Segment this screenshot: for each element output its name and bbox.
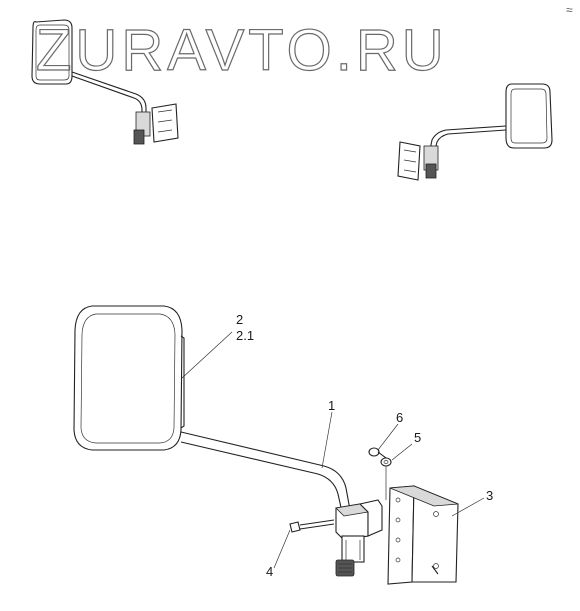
leader-lines: [181, 331, 485, 569]
right-mirror-assembly-thumbnail: [397, 83, 553, 181]
right-mirror-glass: [505, 83, 553, 149]
corner-mark: ≈: [566, 3, 573, 17]
callout-3: 3: [486, 488, 493, 503]
callout-4: 4: [266, 564, 273, 579]
screw-part-6: [368, 447, 387, 459]
right-mirror-arm: [429, 125, 507, 151]
left-mirror-glass: [31, 19, 73, 85]
left-mirror-assembly-thumbnail: [31, 19, 179, 145]
main-mirror-assembly: [73, 305, 459, 585]
bolt-part-4: [289, 519, 335, 533]
mirror-glass: [80, 313, 176, 444]
callout-2-1: 2.1: [236, 328, 254, 343]
mirror-arm: [180, 431, 351, 511]
washer-part-5: [380, 457, 392, 467]
mounting-bracket-part-3: [387, 485, 459, 585]
callout-1: 1: [328, 398, 335, 413]
hinge-block: [335, 499, 383, 577]
callout-2: 2: [236, 312, 243, 327]
left-mirror-arm: [71, 71, 147, 120]
callout-6: 6: [396, 410, 403, 425]
callout-5: 5: [414, 430, 421, 445]
left-mirror-bracket: [151, 103, 179, 143]
watermark: ZURAVTO.RU: [36, 18, 448, 83]
mirror-housing: [73, 305, 183, 451]
